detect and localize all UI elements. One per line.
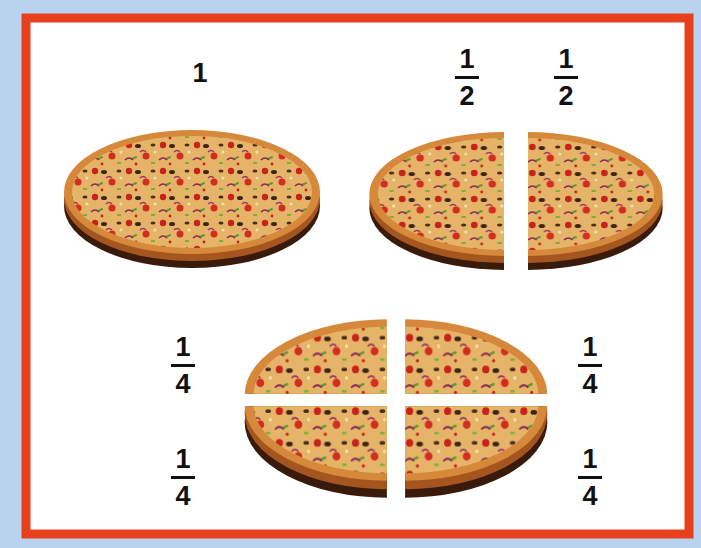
whole-number: 1: [170, 60, 230, 87]
numerator: 1: [560, 334, 620, 361]
denominator: 4: [560, 483, 620, 510]
numerator: 1: [153, 446, 213, 473]
fraction-bar: [578, 364, 602, 367]
numerator: 1: [437, 46, 497, 73]
denominator: 4: [153, 371, 213, 398]
fraction-label: 14: [560, 446, 620, 510]
fraction-label: 14: [153, 334, 213, 398]
denominator: 4: [560, 371, 620, 398]
denominator: 4: [153, 483, 213, 510]
fraction-label: 14: [153, 446, 213, 510]
numerator: 1: [560, 446, 620, 473]
fraction-label: 14: [560, 334, 620, 398]
fraction-label: 12: [437, 46, 497, 110]
denominator: 2: [536, 83, 596, 110]
numerator: 1: [153, 334, 213, 361]
fraction-bar: [578, 476, 602, 479]
whole-label: 1: [170, 60, 230, 87]
fraction-bar: [171, 364, 195, 367]
fraction-bar: [171, 476, 195, 479]
numerator: 1: [536, 46, 596, 73]
fraction-bar: [554, 76, 578, 79]
fraction-label: 12: [536, 46, 596, 110]
denominator: 2: [437, 83, 497, 110]
fraction-bar: [455, 76, 479, 79]
